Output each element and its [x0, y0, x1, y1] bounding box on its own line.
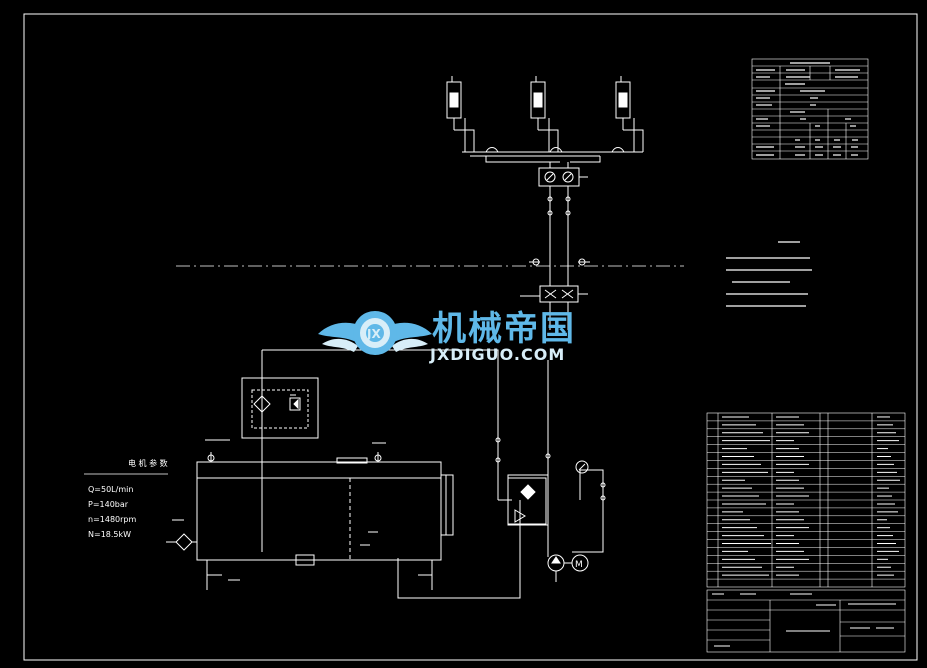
cylinder-icon [600, 76, 644, 153]
relief-valve-box [507, 477, 547, 525]
motor-param-flow: Q=50L/min [88, 485, 133, 494]
motor-param-speed: n=1480rpm [88, 515, 137, 524]
directional-valve-block [538, 167, 588, 187]
motor-params-heading: 电 机 参 数 [128, 458, 168, 468]
svg-text:M: M [575, 560, 583, 570]
filter-cooler-box [241, 377, 319, 439]
motor-icon: M [564, 554, 589, 572]
gear-wing-logo-icon: JX [318, 311, 432, 355]
motor-param-pressure: P=140bar [88, 500, 129, 509]
lower-valve-cluster [520, 285, 588, 330]
spec-table-scribble [756, 62, 860, 156]
pressure-lines [529, 162, 590, 286]
motor-param-power: N=18.5kW [88, 530, 131, 539]
pump-icon [547, 554, 565, 582]
title-block [706, 589, 906, 653]
title-block-scribble [712, 593, 896, 647]
drawing-frame [23, 13, 918, 661]
pressure-gauge-icon [575, 460, 589, 474]
parts-list-rows [707, 416, 905, 580]
cylinder-icon [446, 76, 486, 153]
spec-table-top-right [751, 58, 869, 160]
actuator-group [446, 76, 644, 163]
tank-annotations [172, 394, 386, 581]
watermark-title: 机械帝国 [432, 309, 576, 349]
svg-text:JX: JX [366, 327, 381, 341]
watermark-subtitle: JXDIGUO.COM [429, 345, 565, 364]
reservoir-tank [196, 452, 454, 590]
technical-notes [726, 241, 812, 307]
filter-icon [166, 533, 197, 551]
motor-parameter-block: 电 机 参 数 Q=50L/min P=140bar n=1480rpm N=1… [84, 458, 168, 539]
watermark: JX 机械帝国 JXDIGUO.COM [318, 309, 576, 364]
piping-network [261, 349, 606, 599]
cylinder-icon [530, 76, 559, 152]
